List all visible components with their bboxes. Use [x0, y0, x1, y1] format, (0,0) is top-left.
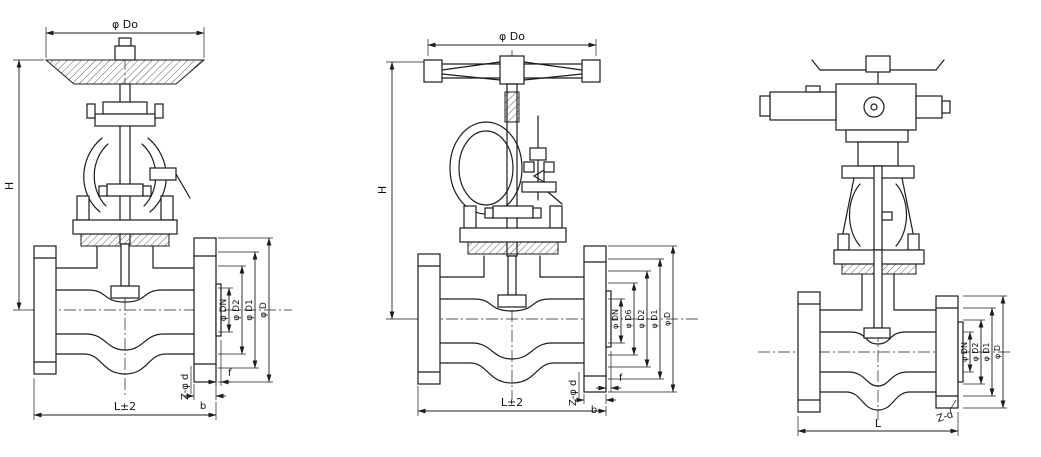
valve1-bonnet — [72, 195, 178, 287]
valve1-label-f: f — [228, 368, 232, 379]
valve2-label-h: H — [376, 186, 389, 194]
valve3-dim-l: L — [797, 412, 959, 436]
valve1-label-b: b — [200, 401, 206, 412]
valve2-stem — [504, 83, 520, 257]
valve2-dim-flange-ladder: φ DN φ D6 φ D2 φ D1 φ D — [608, 245, 677, 393]
valve2-label-phi-d2: φ D2 — [637, 309, 646, 328]
valve2-label-f: f — [619, 373, 623, 384]
valve1-label-phi-d2: φ D2 — [232, 299, 242, 320]
valve2-handwheel — [423, 55, 601, 85]
valve3-label-phi-d2: φ D2 — [971, 342, 980, 361]
valve1-label-phi-d: φ D — [259, 302, 269, 318]
valve1-label-l: L±2 — [114, 400, 136, 413]
valve3-label-phi-dn: φ DN — [960, 342, 969, 362]
valve1-dim-l: L±2 — [33, 378, 217, 420]
valve2-body — [417, 245, 612, 393]
valve1-yoke — [83, 137, 191, 213]
valve2-bonnet — [459, 205, 567, 296]
valve3-body — [797, 291, 964, 413]
valve2-label-z-phi-d: Z-φ d — [568, 380, 579, 406]
valve2-dim-phi-do: φ Do — [427, 30, 597, 56]
valve1-label-phi-dn: φ DN — [219, 299, 229, 321]
valve1-label-z-phi-d: Z-φ d — [180, 374, 191, 400]
valve1-drawing: φ Do H φ DN φ D2 φ D1 φ D — [3, 18, 292, 420]
valve3-label-l: L — [875, 417, 882, 430]
valve1-dim-phi-do: φ Do — [45, 18, 205, 58]
valve2-drawing: φ Do H φ DN φ D6 φ D2 φ D1 — [376, 30, 700, 416]
valve3-bonnet — [833, 233, 925, 329]
valve2-label-phi-d: φ D — [663, 312, 672, 326]
valve1-body — [33, 237, 222, 383]
valve2-label-b: b — [591, 405, 597, 416]
valve3-label-z-d: Z-d — [936, 409, 955, 425]
valve1-handwheel — [44, 37, 206, 85]
valve3-yoke — [839, 165, 917, 251]
valve1-stem — [86, 83, 164, 245]
valve2-dim-l: L±2 — [417, 386, 607, 416]
valve2-label-phi-dn: φ DN — [611, 309, 620, 329]
valve2-label-l: L±2 — [501, 396, 523, 409]
valve1-label-phi-do: φ Do — [112, 18, 138, 31]
valve3-electric-actuator — [759, 83, 951, 179]
valve3-dim-bolt-callout: Z-d — [936, 399, 957, 425]
valve1-label-h: H — [3, 182, 16, 190]
valve1-label-phi-d1: φ D1 — [245, 299, 255, 320]
valve1-dim-bolt-callouts: Z-φ d b f — [180, 340, 232, 412]
valve3-label-phi-d: φ D — [993, 345, 1002, 359]
valve1-dim-flange-ladder: φ DN φ D2 φ D1 φ D — [218, 237, 273, 383]
valve2-dim-h: H — [376, 61, 424, 320]
valve2-label-phi-d1: φ D1 — [650, 309, 659, 328]
valve2-label-phi-do: φ Do — [499, 30, 525, 43]
valve3-actuator-handwheel — [811, 55, 945, 85]
valve1-dim-h: H — [3, 59, 44, 311]
valve2-label-phi-d6: φ D6 — [624, 309, 633, 328]
valve2-yoke — [449, 115, 563, 219]
valve3-dim-flange-ladder: φ DN φ D2 φ D1 φ D — [960, 295, 1007, 409]
valve3-drawing: φ DN φ D2 φ D1 φ D Z-d L — [758, 55, 1012, 436]
valve3-label-phi-d1: φ D1 — [982, 342, 991, 361]
